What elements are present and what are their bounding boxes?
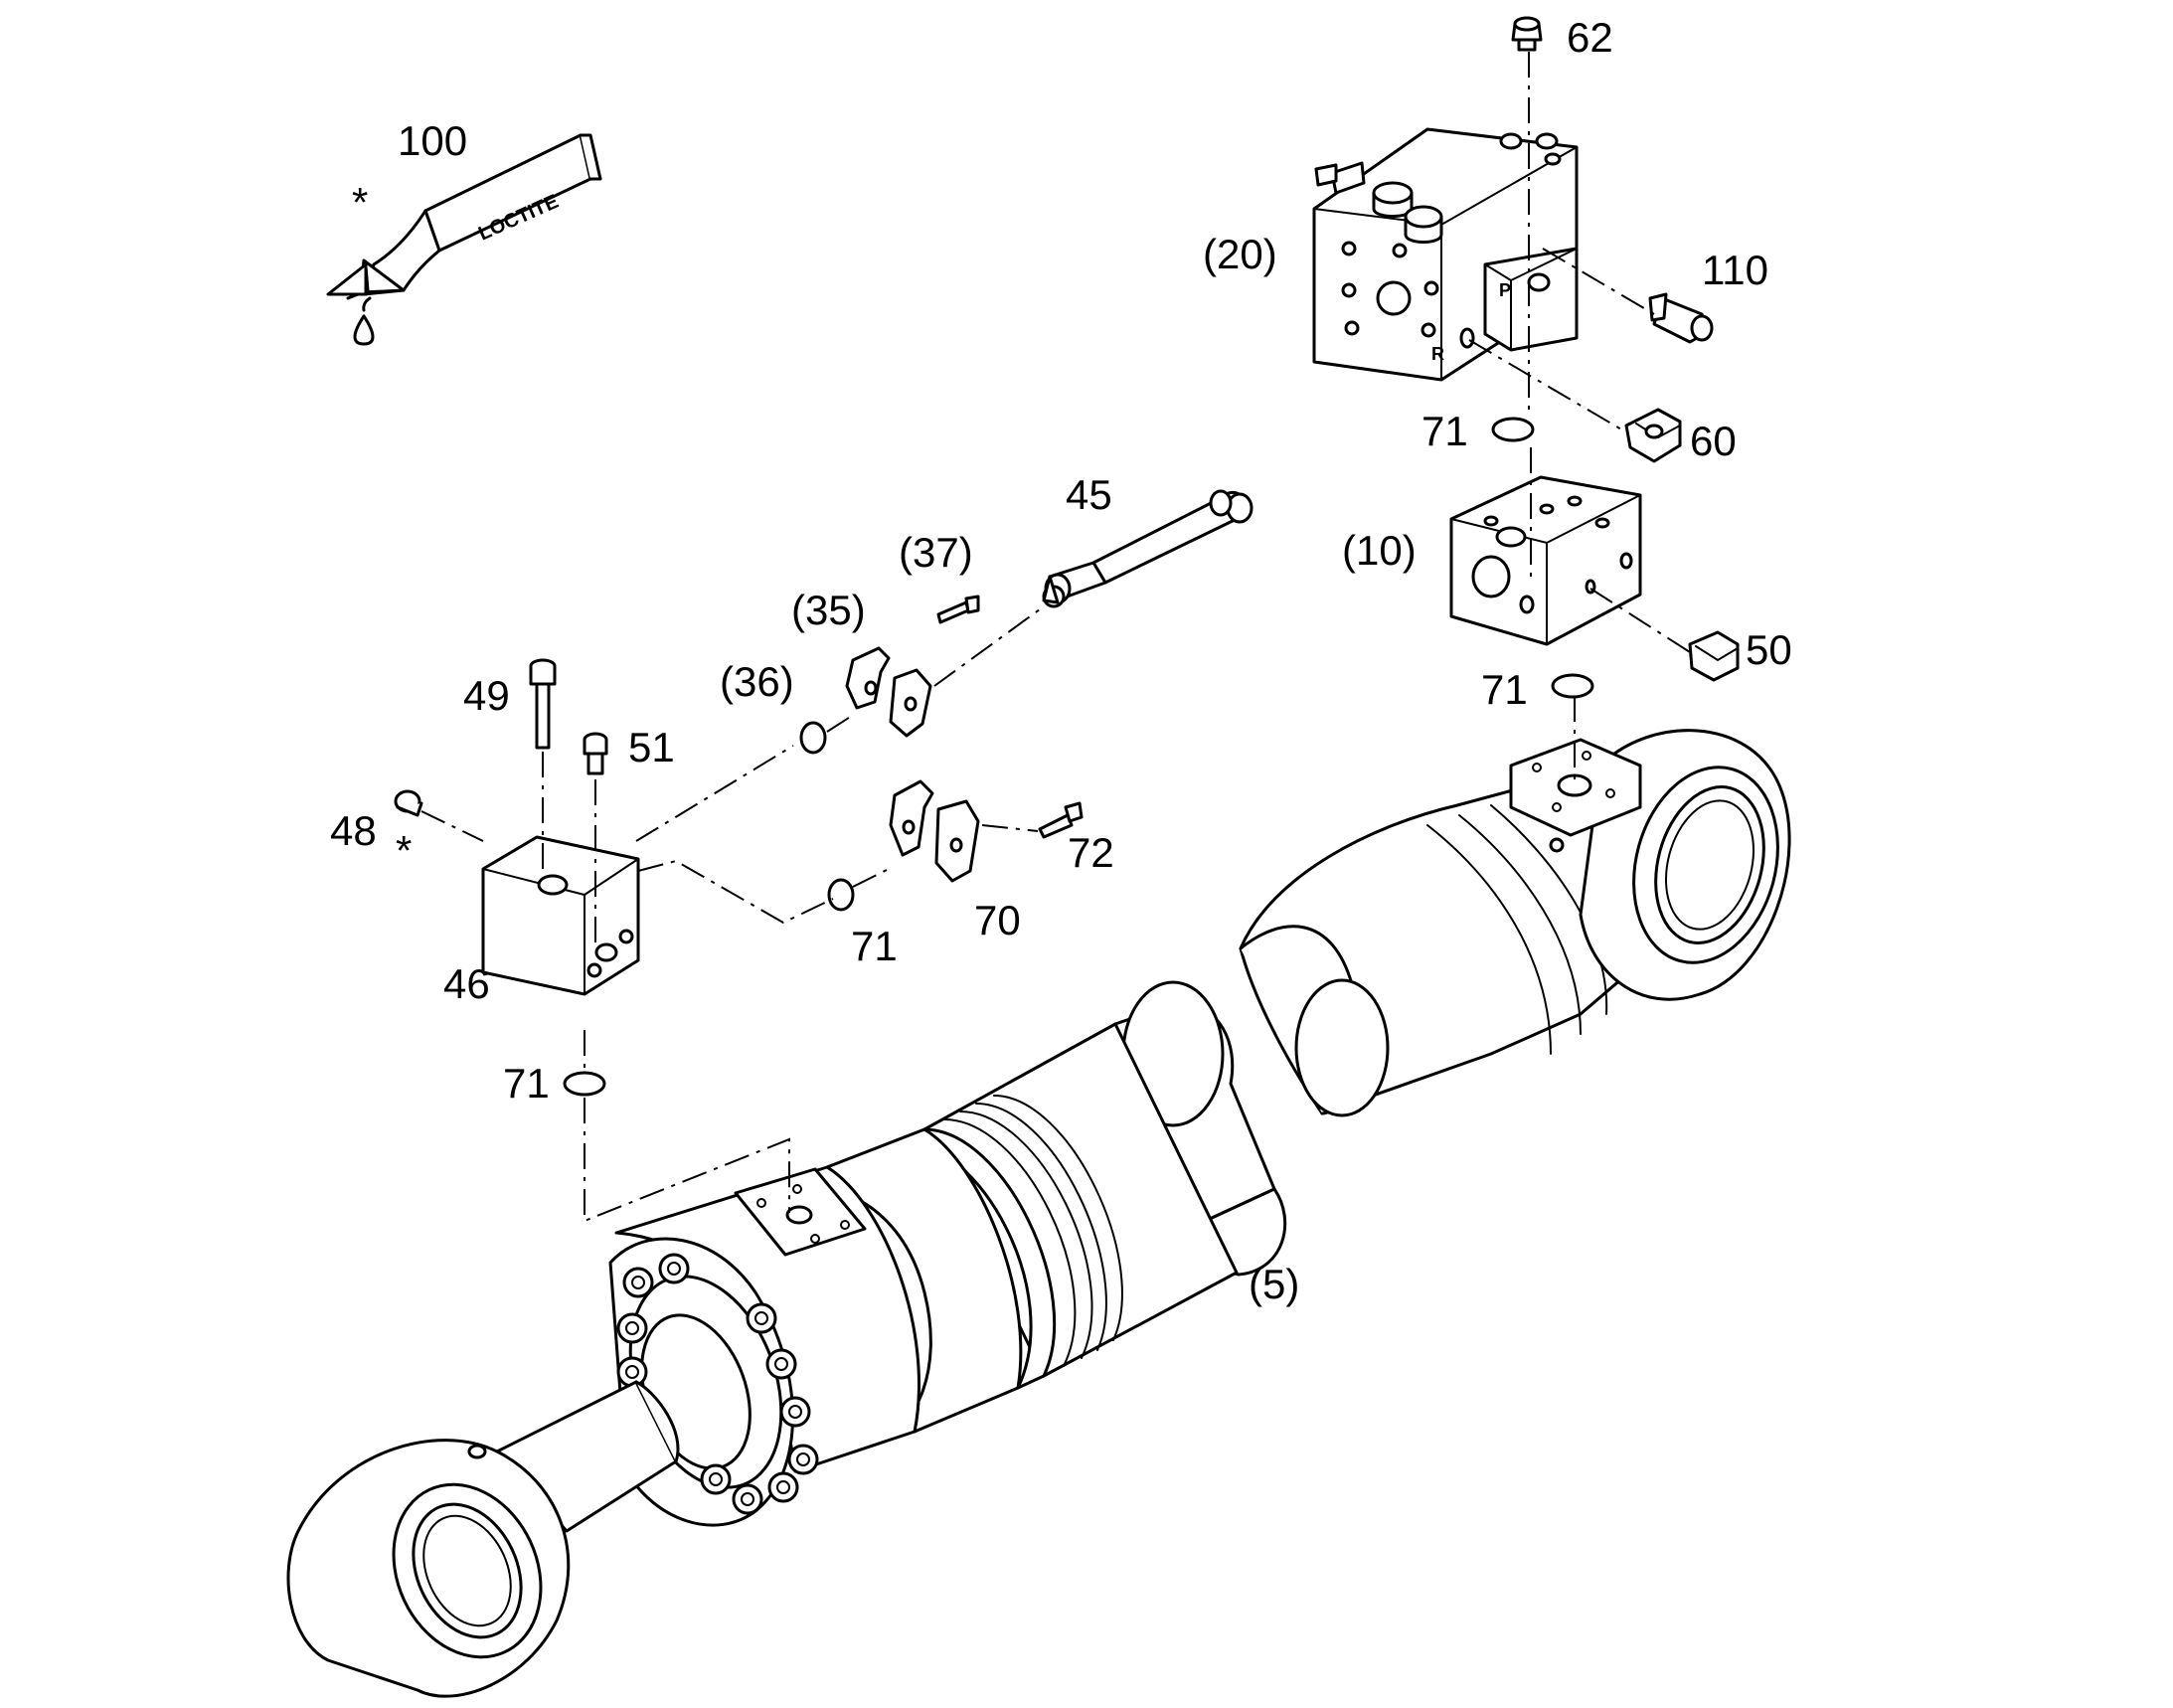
center-lines [420,52,1691,1223]
label-70: 70 [974,897,1021,943]
label-36: (36) [720,658,794,705]
label-45: 45 [1066,471,1112,518]
o-ring-71d [563,1071,606,1097]
label-71-valve: 71 [1421,408,1468,454]
plug-48 [394,789,423,817]
fitting-110 [1648,292,1714,344]
label-20: (20) [1203,231,1277,277]
label-71-manifold: 71 [1481,666,1528,713]
flange-halves-70 [889,779,980,883]
label-72: 72 [1068,829,1114,876]
rod-45 [1042,489,1254,608]
port-letter-p: P [1499,280,1511,300]
fitting-60 [1624,408,1682,463]
ring-36 [799,721,827,755]
label-5: (5) [1249,1261,1299,1307]
label-37: (37) [899,529,973,576]
manifold-block-10 [1449,475,1642,646]
cylinder-5 [286,729,1791,1698]
o-ring-71c [827,878,855,912]
o-ring-71a [1491,417,1535,442]
callout-labels: 62 100 * (20) 110 71 60 45 (10) (37) (35… [330,14,1792,1307]
label-50: 50 [1746,626,1792,673]
o-ring-71b [1551,673,1594,699]
drop-icon [353,314,375,346]
flange-bolts [616,1253,819,1515]
label-35: (35) [791,587,866,633]
block-46 [481,835,640,996]
label-62: 62 [1567,14,1613,61]
loctite-tube: LOCTITE [326,133,602,346]
label-10: (10) [1342,527,1417,574]
label-100-star: * [352,179,368,226]
label-110: 110 [1702,247,1768,293]
label-51: 51 [628,724,675,770]
screw-51 [583,732,608,775]
label-49: 49 [463,672,510,719]
screw-72 [1038,801,1084,839]
port-letter-r: R [1431,344,1444,364]
valve-block-20: P R [1312,127,1579,382]
screw-37 [936,595,980,624]
fitting-62 [1511,16,1543,52]
screw-49 [529,658,557,750]
label-71-flange: 71 [851,923,898,969]
fitting-50 [1688,630,1740,682]
label-48: 48 [330,807,377,854]
label-46: 46 [443,960,490,1007]
label-100: 100 [398,117,467,164]
label-48-star: * [396,827,412,874]
label-71-block: 71 [503,1060,550,1107]
label-60: 60 [1690,418,1737,464]
flange-halves-35 [845,646,932,738]
